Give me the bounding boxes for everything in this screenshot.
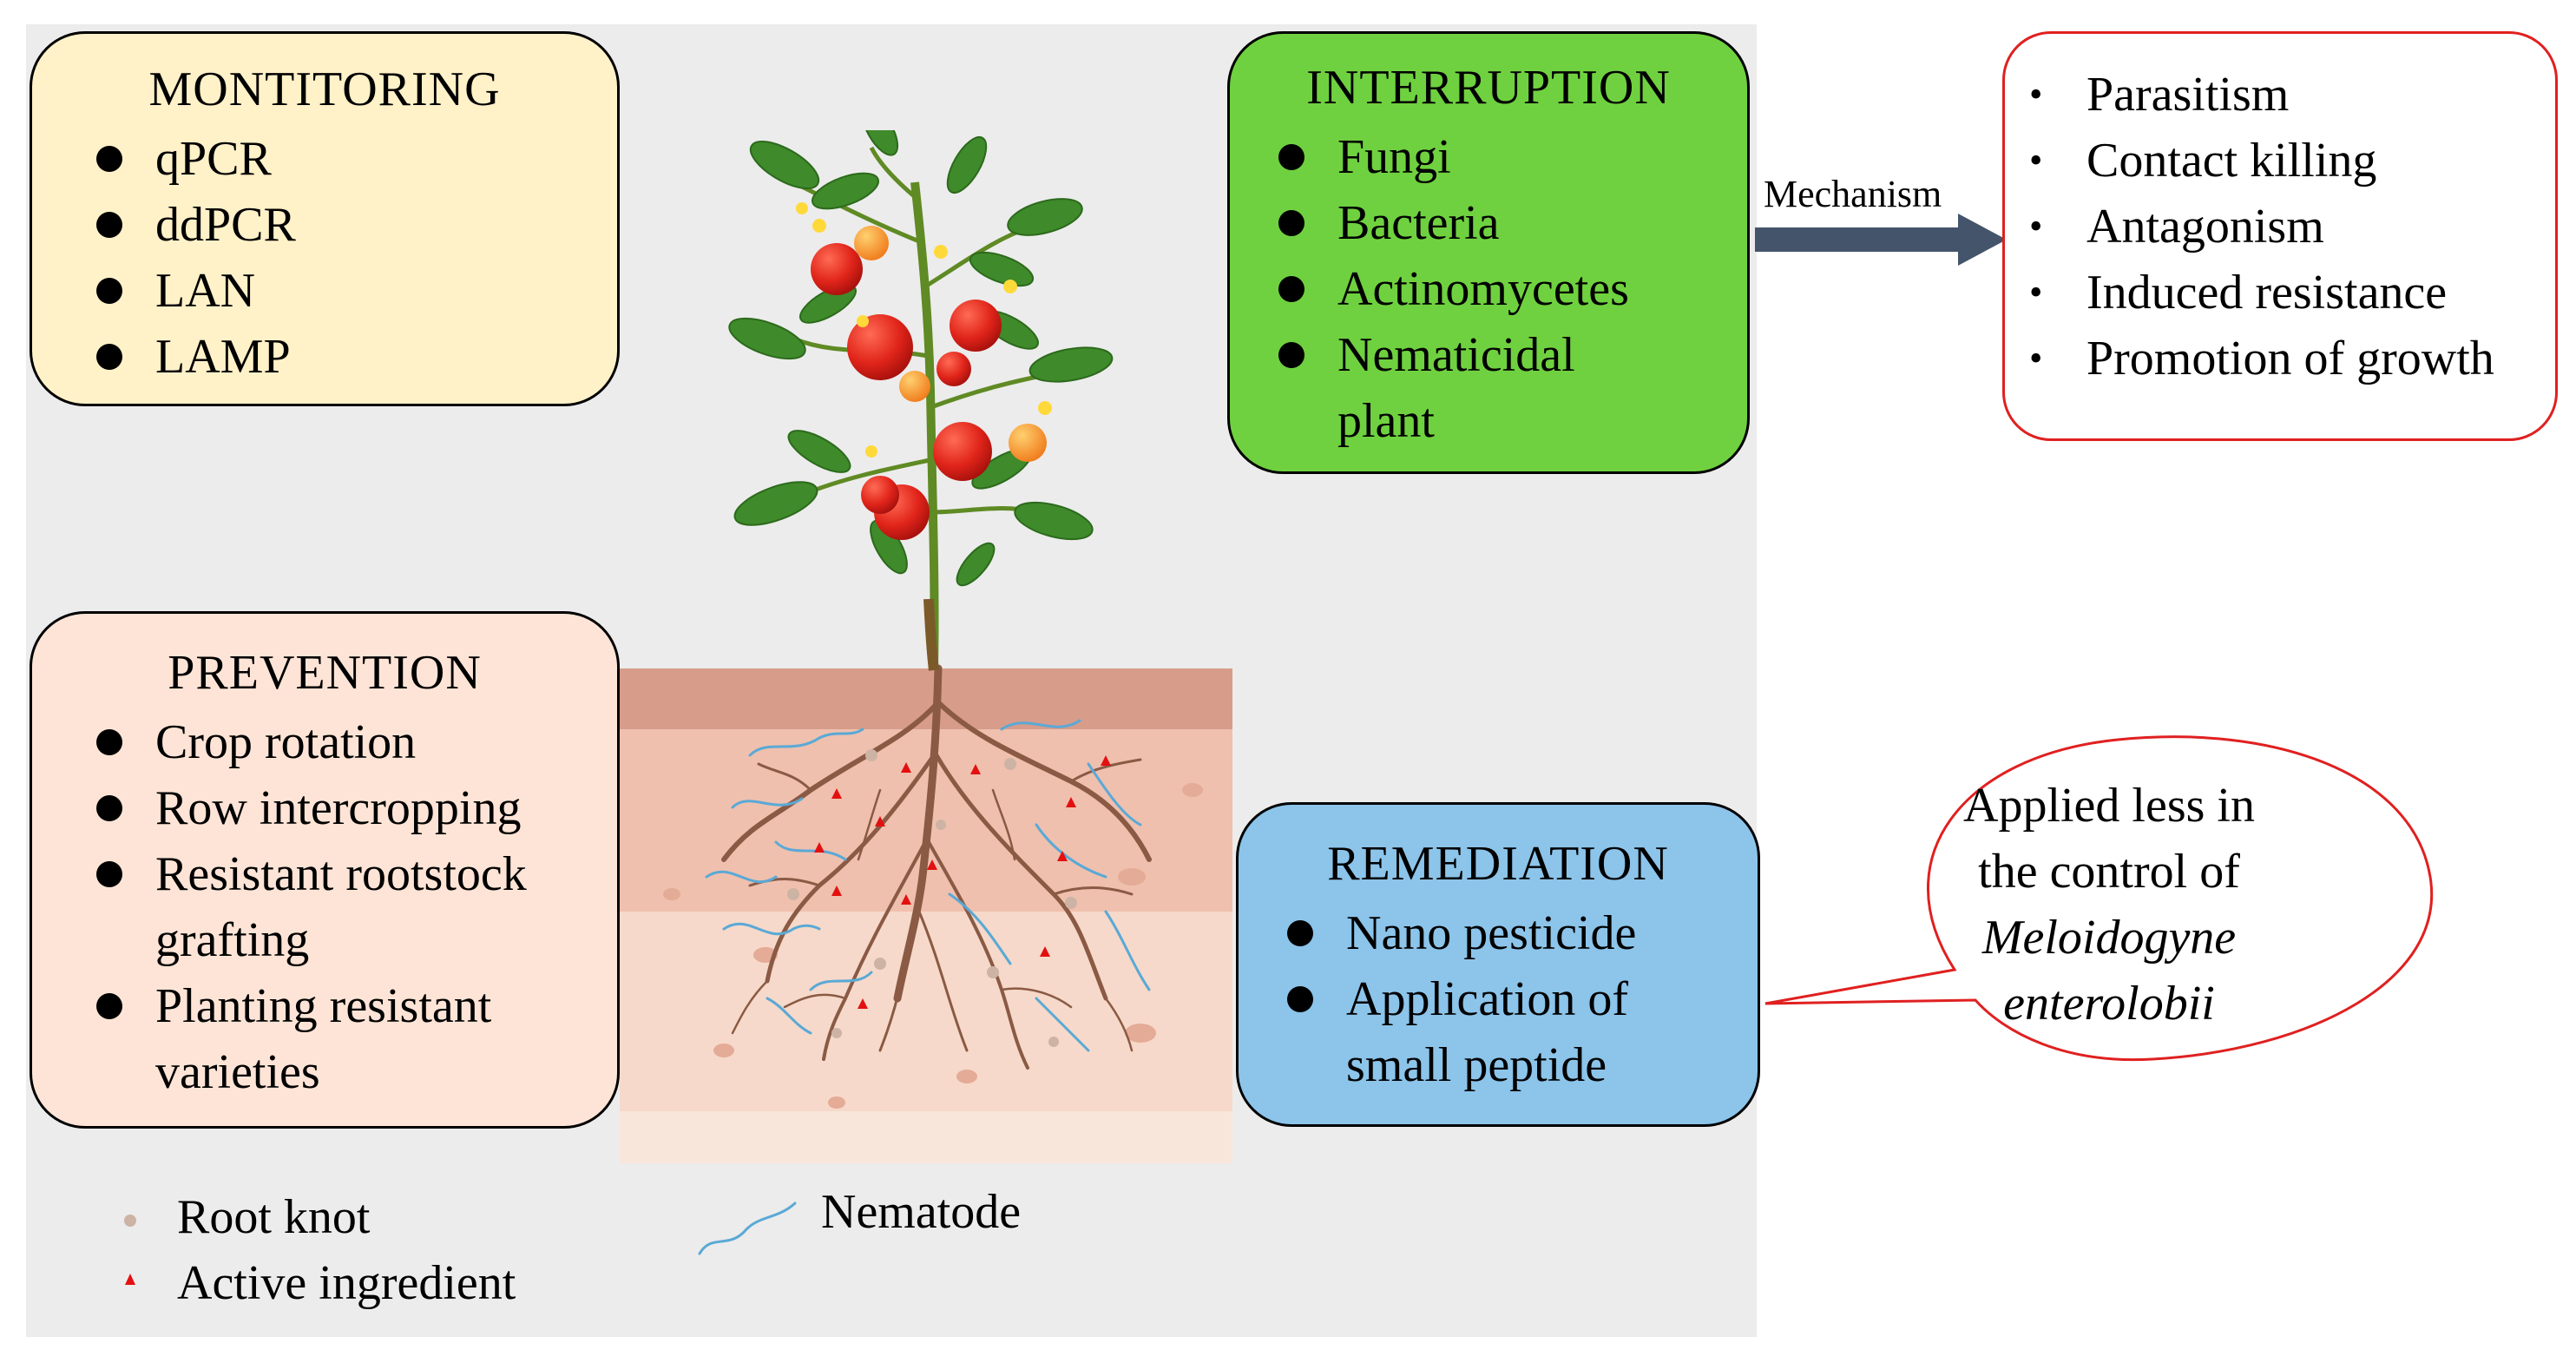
prevention-item-crop-rotation: Crop rotation — [79, 709, 617, 775]
soil-bottom-layer — [620, 1111, 1232, 1163]
monitoring-item-qpcr: qPCR — [79, 126, 296, 192]
prevention-list: Crop rotation Row intercropping Resistan… — [79, 709, 617, 1105]
interruption-title: INTERRUPTION — [1306, 61, 1671, 115]
mechanism-item-parasitism: •Parasitism — [2017, 62, 2494, 128]
bullet-icon — [1278, 210, 1304, 236]
interruption-item-nematicidal-plant: Nematicidal plant — [1261, 322, 1650, 454]
callout-species-epithet: enterolobii — [2003, 977, 2215, 1030]
monitoring-item-ddpcr: ddPCR — [79, 192, 296, 258]
bullet-icon — [96, 212, 122, 238]
mechanism-item-induced-resistance: •Induced resistance — [2017, 260, 2494, 326]
tomato-flowers — [796, 202, 1052, 458]
mechanism-item-antagonism: •Antagonism — [2017, 194, 2494, 260]
interruption-item-bacteria: Bacteria — [1261, 190, 1747, 256]
mechanism-arrow — [1755, 214, 2007, 266]
callout-line-1: Applied less in — [1963, 779, 2255, 833]
plant-stem — [910, 181, 939, 669]
prevention-title: PREVENTION — [168, 646, 482, 700]
root-knot-legend-icon — [124, 1215, 136, 1227]
tomatoes — [811, 226, 1047, 540]
mechanism-label: Mechanism — [1764, 173, 1942, 215]
bullet-icon — [96, 861, 122, 887]
plant-illustration — [620, 130, 1232, 1163]
plant-leaves — [728, 130, 1114, 587]
mechanism-item-promotion-of-growth: •Promotion of growth — [2017, 326, 2494, 392]
prevention-item-rootstock-grafting: Resistant rootstock grafting — [79, 841, 607, 973]
remediation-list: Nano pesticide Application of small pept… — [1270, 900, 1756, 1098]
active-ingredient-legend-icon — [125, 1274, 135, 1285]
root-knots — [787, 749, 1077, 1047]
bullet-icon — [96, 729, 122, 755]
mechanism-box: •Parasitism •Contact killing •Antagonism… — [2002, 31, 2558, 441]
nematode-legend-icon — [698, 1202, 797, 1255]
bullet-icon: • — [2029, 139, 2043, 181]
remediation-title: REMEDIATION — [1327, 837, 1669, 891]
legend-root-knot: Root knot — [177, 1190, 371, 1244]
mechanism-item-contact-killing: •Contact killing — [2017, 128, 2494, 194]
prevention-box: PREVENTION Crop rotation Row intercroppi… — [30, 611, 620, 1129]
bullet-icon: • — [2029, 271, 2043, 313]
interruption-item-fungi: Fungi — [1261, 124, 1747, 190]
monitoring-box: MONTITORING qPCR ddPCR LAN LAMP — [30, 31, 620, 406]
active-ingredients — [814, 755, 1111, 1009]
interruption-item-actinomycetes: Actinomycetes — [1261, 256, 1747, 322]
interruption-list: Fungi Bacteria Actinomycetes Nematicidal… — [1261, 124, 1747, 454]
legend-nematode: Nematode — [821, 1185, 1022, 1239]
callout-text: Applied less in the control of Meloidogy… — [1866, 773, 2352, 1037]
soil-pebbles — [663, 783, 1203, 1109]
callout-bubble — [1764, 735, 2434, 1062]
remediation-item-small-peptide: Application of small peptide — [1270, 966, 1711, 1098]
bullet-icon — [96, 146, 122, 172]
callout-line-2: the control of — [1978, 845, 2240, 899]
monitoring-list: qPCR ddPCR LAN LAMP — [79, 126, 296, 390]
remediation-box: REMEDIATION Nano pesticide Application o… — [1236, 802, 1760, 1127]
callout-species-genus: Meloidogyne — [1981, 911, 2237, 965]
interruption-box: INTERRUPTION Fungi Bacteria Actinomycete… — [1227, 31, 1750, 474]
bullet-icon — [1278, 276, 1304, 302]
soil-top-layer — [620, 668, 1232, 729]
bullet-icon: • — [2029, 337, 2043, 379]
bullet-icon — [1278, 342, 1304, 368]
bullet-icon — [1287, 986, 1313, 1012]
bullet-icon — [96, 795, 122, 821]
legend-active-ingredient: Active ingredient — [177, 1256, 516, 1310]
bullet-icon — [96, 993, 122, 1019]
monitoring-item-lamp: LAMP — [79, 324, 296, 390]
prevention-item-row-intercropping: Row intercropping — [79, 775, 617, 841]
bullet-icon: • — [2029, 205, 2043, 247]
remediation-item-nano-pesticide: Nano pesticide — [1270, 900, 1756, 966]
root-system — [721, 664, 1152, 1070]
monitoring-title: MONTITORING — [148, 63, 501, 116]
bullet-icon: • — [2029, 73, 2043, 115]
nematodes — [705, 719, 1151, 1052]
monitoring-item-lan: LAN — [79, 258, 296, 324]
prevention-item-resistant-varieties: Planting resistant varieties — [79, 973, 563, 1105]
plant-base — [923, 598, 939, 671]
bullet-icon — [96, 344, 122, 370]
bullet-icon — [1287, 920, 1313, 946]
bullet-icon — [1278, 144, 1304, 170]
mechanism-list: •Parasitism •Contact killing •Antagonism… — [2017, 62, 2494, 392]
bullet-icon — [96, 278, 122, 304]
